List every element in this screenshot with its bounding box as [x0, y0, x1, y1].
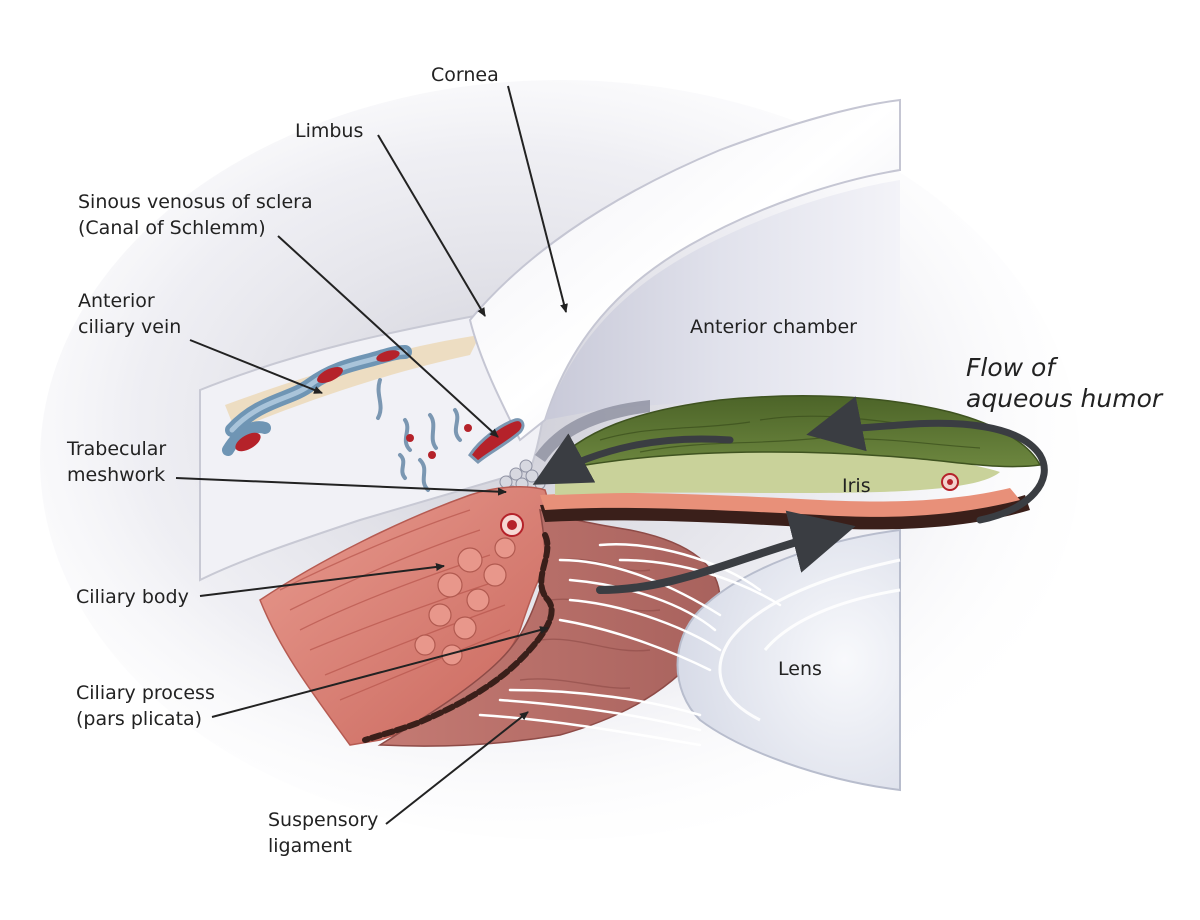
label-suspensory-line2: ligament [268, 835, 352, 857]
label-flow-of-aqueous-humor: Flow of aqueous humor [966, 352, 1162, 414]
leader-cornea [507, 85, 568, 313]
muscle-fibers [279, 509, 511, 701]
leader-suspensory [385, 711, 529, 825]
leader-ciliary-process [211, 626, 549, 718]
iris-anterior-border [546, 395, 1042, 471]
leader-ciliary-body [199, 563, 445, 597]
label-flow-line2: aqueous humor [966, 384, 1163, 413]
collector-channels [376, 378, 462, 492]
label-sinus-line1: Sinous venosus of sclera [78, 191, 313, 213]
label-lens: Lens [778, 658, 822, 680]
leader-sinus [277, 235, 499, 438]
label-ciliary-process-line1: Ciliary process [76, 682, 215, 704]
sclera-tan-layer [225, 335, 480, 430]
leader-anterior-vein [189, 339, 323, 394]
label-ciliary-process: Ciliary process (pars plicata) [76, 680, 215, 732]
label-anterior-ciliary-vein: Anterior ciliary vein [78, 288, 181, 340]
ciliary-process-art [377, 508, 721, 747]
pigment-epithelium [362, 532, 555, 743]
cornea [468, 98, 901, 442]
label-trabecular-line1: Trabecular [67, 438, 167, 460]
ciliary-muscle [259, 485, 561, 746]
iris-stroma-salmon [540, 488, 1020, 517]
label-suspensory-ligament: Suspensory ligament [268, 807, 378, 859]
label-cornea: Cornea [431, 64, 499, 86]
label-ciliary-body: Ciliary body [76, 586, 189, 608]
label-anterior-vein-line1: Anterior [78, 290, 155, 312]
label-trabecular-line2: meshwork [67, 464, 166, 486]
label-anterior-vein-line2: ciliary vein [78, 316, 182, 338]
label-suspensory-line1: Suspensory [268, 809, 379, 831]
flow-arrow-posterior [596, 510, 856, 594]
anterior-chamber [545, 180, 900, 420]
leader-trabecular [175, 477, 507, 496]
label-sinus-venosus: Sinous venosus of sclera (Canal of Schle… [78, 189, 313, 241]
label-iris: Iris [842, 475, 871, 497]
label-flow-line1: Flow of [966, 353, 1056, 382]
leader-limbus [377, 134, 486, 317]
lens-contours [718, 558, 901, 722]
muscle-bundles [414, 537, 516, 666]
leader-lines [175, 85, 568, 825]
iris-stroma [555, 449, 1000, 495]
flow-arrow-loop [806, 396, 1048, 524]
label-ciliary-process-line2: (pars plicata) [76, 708, 203, 730]
flow-arrow-anterior [532, 433, 734, 485]
label-sinus-line2: (Canal of Schlemm) [78, 217, 266, 239]
label-anterior-chamber: Anterior chamber [690, 316, 857, 338]
label-limbus: Limbus [295, 120, 364, 142]
pectinate-band [535, 400, 650, 462]
label-trabecular-meshwork: Trabecular meshwork [67, 436, 166, 488]
